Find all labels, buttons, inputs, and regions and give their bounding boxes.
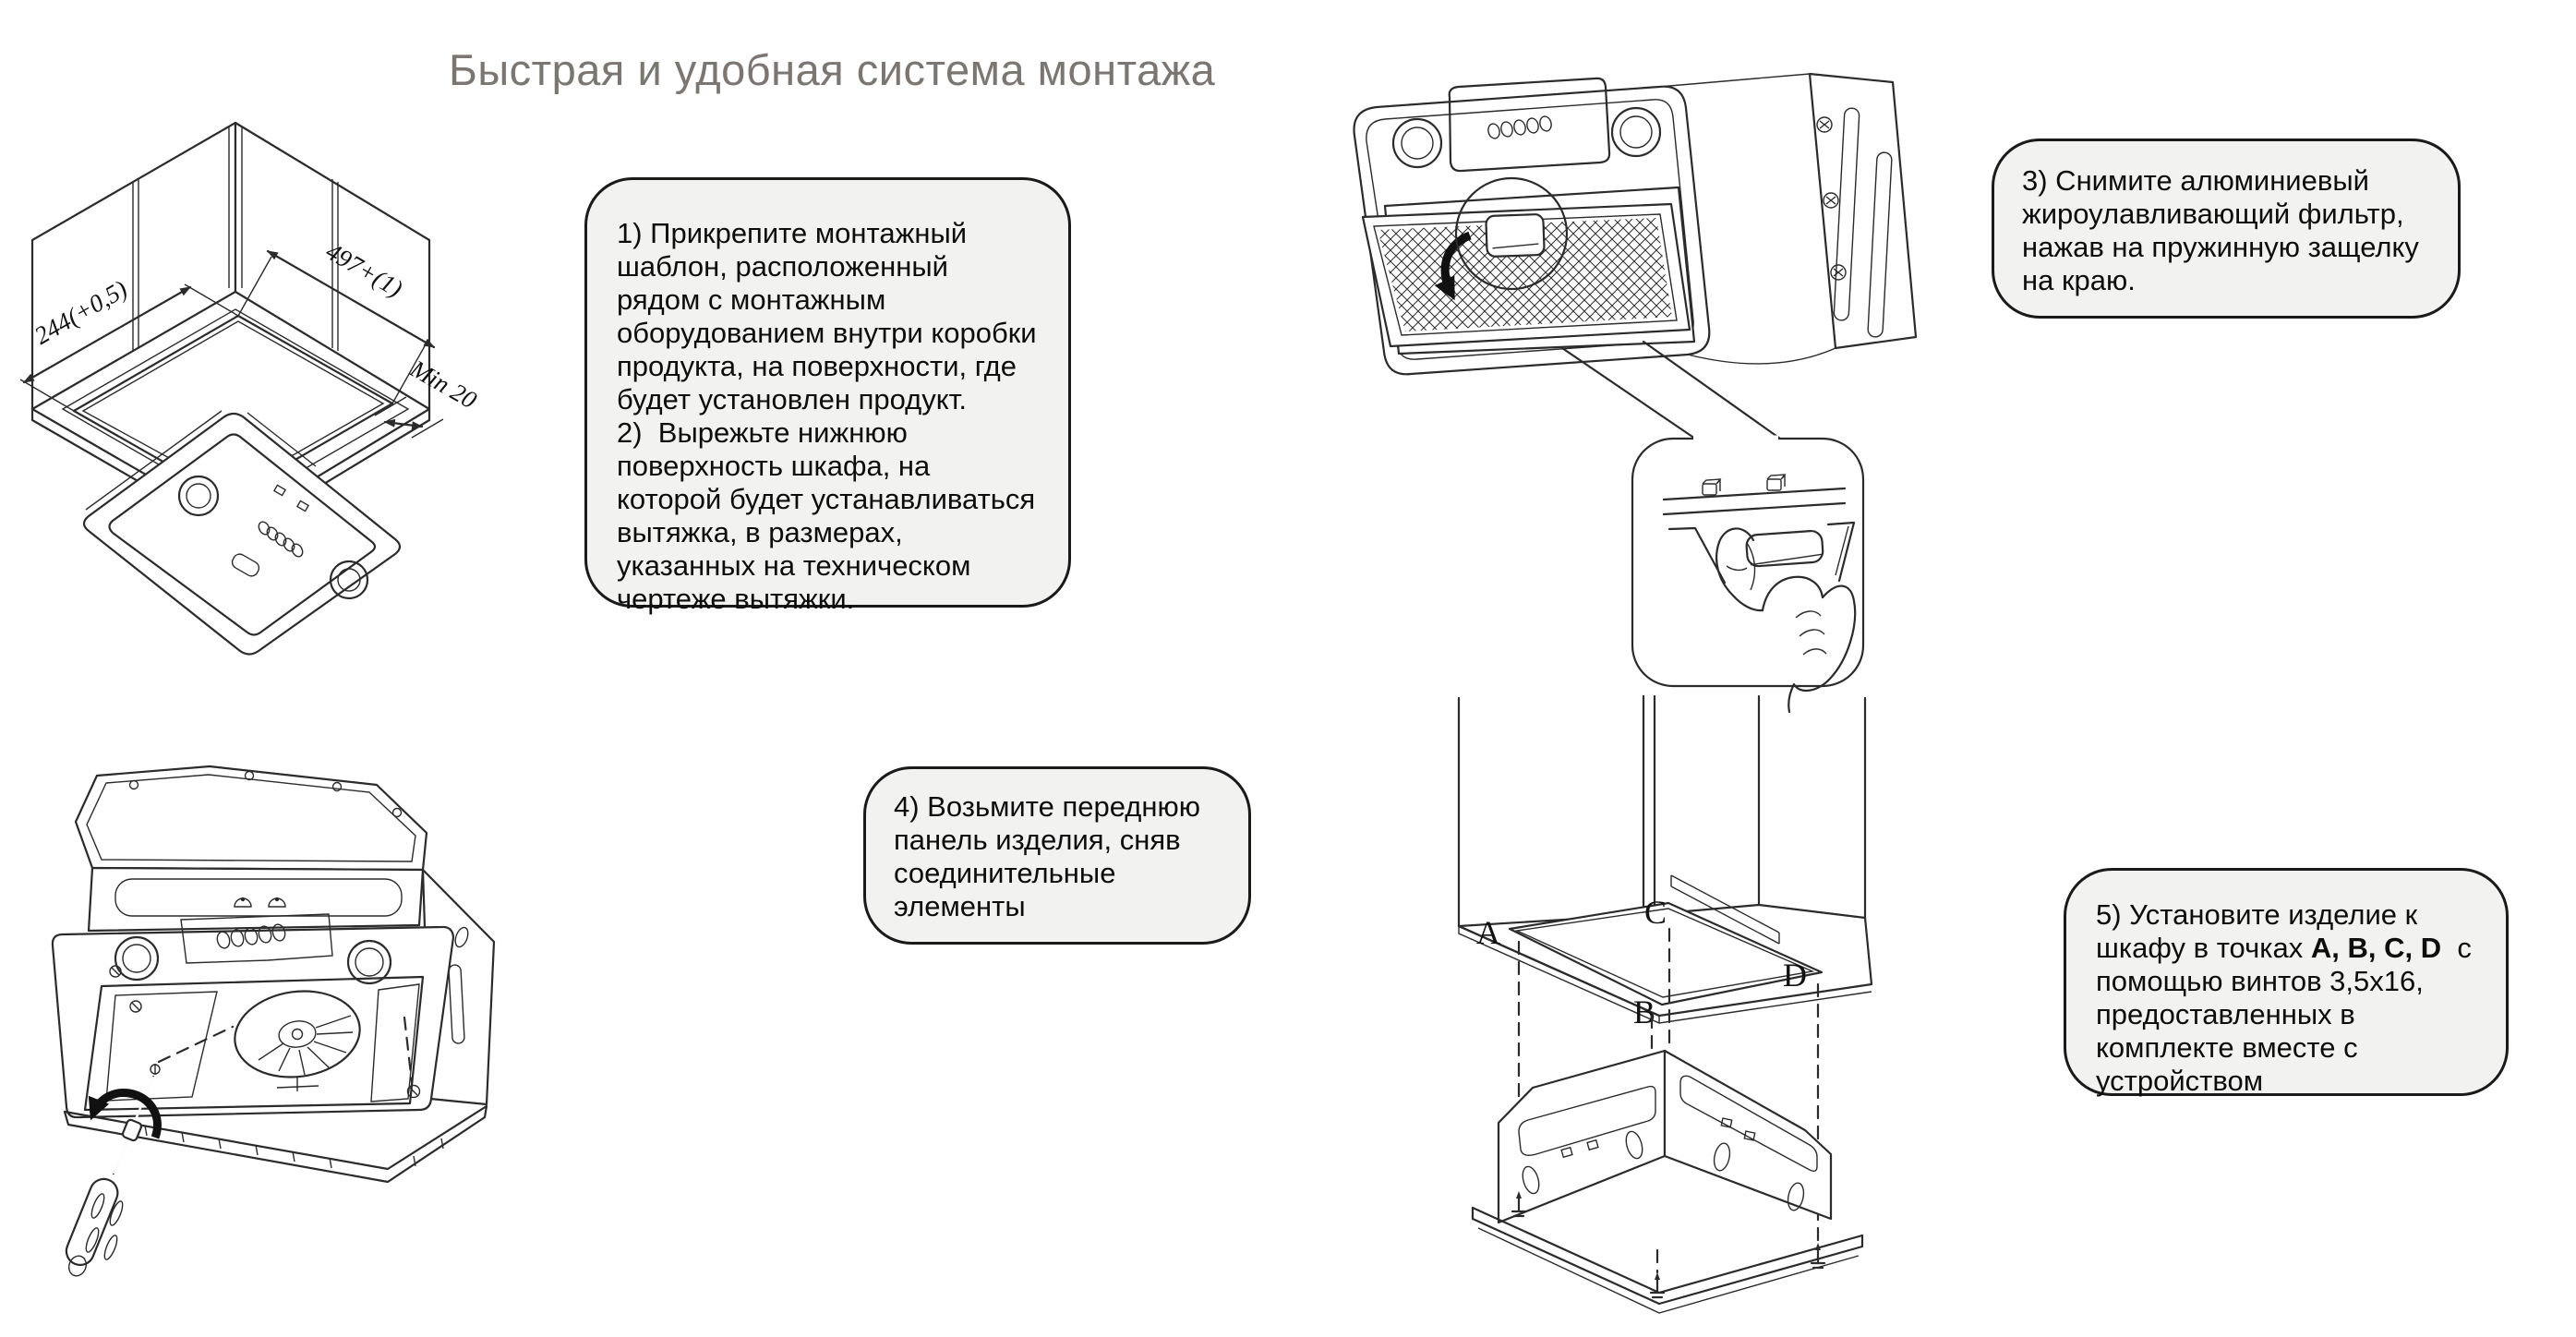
- bottom-opening: [83, 975, 425, 1112]
- step3-text: 3) Снимите алюминиевый жироулавливающий …: [2022, 164, 2427, 296]
- callout-leader-lines: [1560, 340, 1782, 440]
- screwdriver: [65, 1075, 155, 1277]
- hand-illustration: [1715, 527, 1857, 714]
- screw-icon: [1649, 1272, 1666, 1299]
- hood-body: [1471, 1049, 1864, 1314]
- lamp-icon: [346, 939, 392, 985]
- slider-slot: [231, 553, 260, 577]
- latch-detail: [1662, 474, 1856, 584]
- step2-text: 2) Вырежьте нижнюю поверхность шкафа, на…: [617, 416, 1043, 615]
- diagram-filter-removal: [1353, 72, 1918, 714]
- front-panel: [51, 913, 455, 1119]
- control-buttons: [1487, 115, 1552, 139]
- step5-text: 5) Установите изделие к шкафу в точках A…: [2096, 898, 2476, 1098]
- grease-filter: [1361, 202, 1691, 348]
- step5-text-after: с помощью винтов 3,5x16, предоставленных…: [2096, 932, 2480, 1097]
- step4-text: 4) Возьмите переднюю панель изделия, сня…: [894, 790, 1209, 922]
- min-clearance-label: Min 20: [405, 354, 482, 414]
- diagram-mounting-points: A C B D: [1457, 694, 1873, 1314]
- step1-text: 1) Прикрепите монтажный шаблон, располож…: [617, 217, 1045, 416]
- filter-latch: [1485, 213, 1546, 258]
- button-recess: [1448, 77, 1611, 173]
- curved-arrow-icon: [88, 1088, 162, 1139]
- control-buttons: [258, 521, 304, 558]
- blower-wheel: [234, 990, 361, 1091]
- curved-arrow-icon: [1434, 231, 1472, 301]
- screw-icon: [1810, 1243, 1826, 1270]
- instruction-box-step4: 4) Возьмите переднюю панель изделия, сня…: [863, 766, 1251, 945]
- page-title: Быстрая и удобная система монтажа: [449, 45, 1216, 94]
- cutout-hole: [1508, 901, 1824, 1006]
- mount-point-label-d: D: [1783, 957, 1807, 994]
- instruction-box-step1-2: 1) Прикрепите монтажный шаблон, располож…: [584, 177, 1071, 615]
- lamp-icon: [1391, 117, 1443, 169]
- lamp-icon: [1610, 106, 1662, 158]
- callout-bubble: [1631, 435, 1865, 714]
- hood-unit: [82, 410, 402, 656]
- bottom-rim: [63, 1104, 488, 1184]
- instruction-box-step3: 3) Снимите алюминиевый жироулавливающий …: [1992, 139, 2461, 319]
- hinge-clips: [234, 897, 286, 908]
- diagram-cabinet-template: 244(+0,5) 497+(1) Min 20: [19, 121, 482, 656]
- lamp-icon: [114, 935, 160, 982]
- step5-text-before: 5) Установите изделие к шкафу в точках: [2096, 898, 2426, 964]
- hood-body: [74, 765, 496, 1106]
- diagram-front-panel-removal: [51, 765, 496, 1277]
- screw-icon: [1816, 116, 1847, 281]
- control-buttons: [216, 923, 286, 949]
- screw-icon: [1511, 1191, 1527, 1218]
- screw-icon: [128, 770, 403, 818]
- step5-points-bold: A, B, C, D: [2310, 932, 2442, 964]
- instruction-box-step5: 5) Установите изделие к шкафу в точках A…: [2064, 868, 2509, 1098]
- mount-point-label-a: A: [1476, 914, 1500, 951]
- mounting-bracket: [1658, 72, 1918, 365]
- lamp-icon: [177, 475, 220, 517]
- panel-screws: [109, 965, 421, 1099]
- mount-point-label-c: C: [1644, 894, 1667, 931]
- mounting-screws: [1511, 1191, 1826, 1299]
- lamp-icon: [329, 560, 369, 600]
- magnifier-circle: [1454, 176, 1569, 291]
